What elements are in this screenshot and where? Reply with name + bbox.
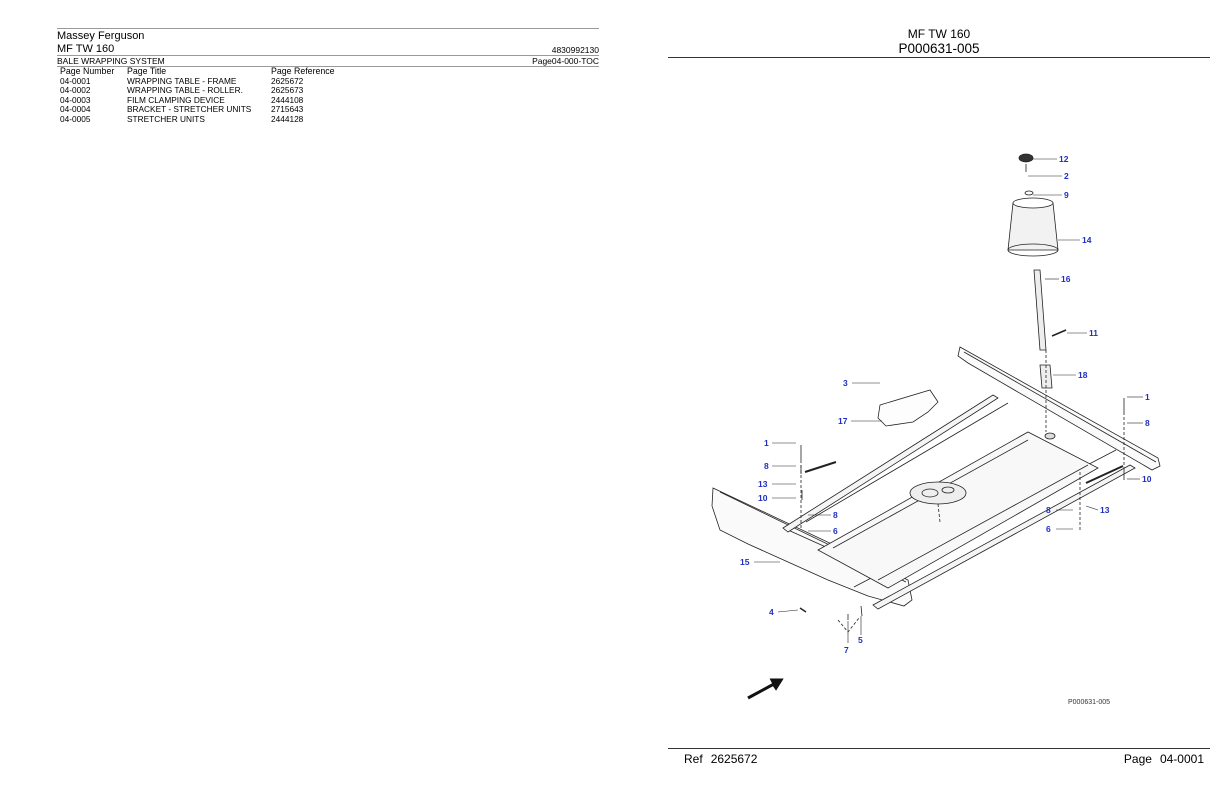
callout-11: 11 — [1089, 328, 1098, 338]
page-footer: Ref 2625672 Page 04-0001 — [668, 748, 1210, 766]
frame-drawing — [711, 153, 1161, 700]
toc-top-rule — [57, 28, 599, 29]
footer-ref: Ref 2625672 — [676, 752, 757, 766]
callout-10-right: 10 — [1142, 474, 1152, 484]
brand-name: Massey Ferguson — [57, 30, 145, 42]
callout-9: 9 — [1064, 190, 1069, 200]
toc-page-ref: Page04-000-TOC — [532, 56, 599, 66]
toc-page-title: BRACKET - STRETCHER UNITS — [127, 104, 252, 115]
callout-12: 12 — [1059, 154, 1069, 164]
col-header-page-reference: Page Reference — [271, 66, 335, 76]
footer-ref-label: Ref — [684, 752, 703, 766]
callout-8-right: 8 — [1145, 418, 1150, 428]
toc-page-reference: 2625672 — [271, 75, 304, 86]
toc-page-reference: 2625673 — [271, 85, 304, 96]
col-header-page-title: Page Title — [127, 66, 167, 76]
toc-row[interactable]: 04-0003 FILM CLAMPING DEVICE 2444108 — [60, 94, 361, 106]
callout-6-left: 6 — [833, 526, 838, 536]
callout-6-right: 6 — [1046, 524, 1051, 534]
callout-8-lower-left: 8 — [833, 510, 838, 520]
callout-10-left: 10 — [758, 493, 768, 503]
callout-18: 18 — [1078, 370, 1088, 380]
toc-page-reference: 2444128 — [271, 113, 304, 124]
callout-1-right: 1 — [1145, 392, 1150, 402]
callout-2: 2 — [1064, 171, 1069, 181]
callout-14: 14 — [1082, 235, 1092, 245]
callout-5: 5 — [858, 635, 863, 645]
callout-7: 7 — [844, 645, 849, 655]
toc-row[interactable]: 04-0005 STRETCHER UNITS 2444128 — [60, 113, 361, 125]
toc-row[interactable]: 04-0001 WRAPPING TABLE - FRAME 2625672 — [60, 75, 361, 87]
diagram-figure-code: P000631-005 — [898, 41, 980, 56]
toc-page-title: FILM CLAMPING DEVICE — [127, 94, 225, 105]
callout-13-right: 13 — [1100, 505, 1110, 515]
leader-lines — [754, 158, 1143, 643]
exploded-parts-diagram: 12 2 9 14 16 11 18 3 17 1 8 1 8 13 10 10… — [711, 153, 1161, 706]
callout-3: 3 — [843, 378, 848, 388]
toc-page-number: 04-0004 — [60, 104, 91, 115]
callout-16: 16 — [1061, 274, 1071, 284]
callouts: 12 2 9 14 16 11 18 3 17 1 8 1 8 13 10 10… — [740, 154, 1152, 655]
toc-page-number: 04-0005 — [60, 113, 91, 124]
section-title: BALE WRAPPING SYSTEM — [57, 56, 165, 66]
toc-row[interactable]: 04-0004 BRACKET - STRETCHER UNITS 271564… — [60, 105, 361, 115]
diagram-header: MF TW 160 P000631-005 — [668, 28, 1210, 58]
toc-header-row: Page Number Page Title Page Reference — [60, 66, 361, 77]
toc-page-reference: 2444108 — [271, 94, 304, 105]
callout-13-left: 13 — [758, 479, 768, 489]
callout-8-lower-right: 8 — [1046, 505, 1051, 515]
toc-page-number: 04-0003 — [60, 94, 91, 105]
toc-page-title: WRAPPING TABLE - ROLLER. — [127, 85, 243, 96]
callout-15: 15 — [740, 557, 750, 567]
toc-page-title: STRETCHER UNITS — [127, 113, 205, 124]
toc-page-title: WRAPPING TABLE - FRAME — [127, 75, 237, 86]
callout-8-left: 8 — [764, 461, 769, 471]
callout-1-left: 1 — [764, 438, 769, 448]
diagram-model: MF TW 160 — [907, 27, 971, 41]
toc-table: Page Number Page Title Page Reference 04… — [60, 66, 361, 125]
toc-panel: Massey Ferguson MF TW 160 4830992130 BAL… — [57, 28, 599, 125]
col-header-page-number: Page Number — [60, 66, 115, 76]
diagram-header-rule — [668, 57, 1210, 58]
callout-17: 17 — [838, 416, 848, 426]
toc-page-number: 04-0002 — [60, 85, 91, 96]
part-number: 4830992130 — [551, 45, 599, 55]
footer-page-value: 04-0001 — [1159, 752, 1204, 766]
figure-id-label: P000631-005 — [1068, 699, 1110, 706]
callout-4: 4 — [769, 607, 774, 617]
footer-page: Page 04-0001 — [1116, 752, 1204, 766]
toc-row[interactable]: 04-0002 WRAPPING TABLE - ROLLER. 2625673 — [60, 86, 361, 96]
toc-page-number: 04-0001 — [60, 75, 91, 86]
footer-ref-value: 2625672 — [710, 752, 758, 766]
toc-page-reference: 2715643 — [271, 104, 304, 115]
model-name: MF TW 160 — [57, 43, 115, 55]
footer-page-label: Page — [1123, 752, 1152, 766]
